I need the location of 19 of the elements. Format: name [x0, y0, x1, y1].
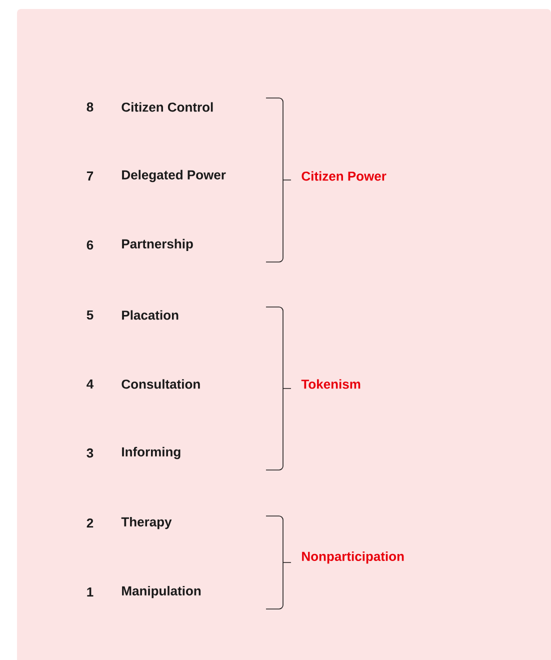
step-number: 6 — [86, 240, 94, 250]
group-label: Nonparticipation — [302, 551, 404, 564]
step-number: 2 — [86, 518, 94, 528]
step-number: 3 — [86, 448, 94, 458]
rung-label: Placation — [122, 310, 178, 320]
rung-label: Delegated Power — [122, 170, 226, 182]
step-number: 4 — [86, 380, 94, 388]
group-label: Tokenism — [301, 379, 360, 389]
step-number: 7 — [86, 172, 94, 180]
rung-label: Manipulation — [122, 586, 201, 598]
rung-label: Therapy — [121, 516, 172, 530]
rung-label: Citizen Control — [122, 102, 213, 112]
rung-label: Consultation — [122, 379, 200, 389]
step-number: 8 — [86, 102, 94, 112]
step-number: 1 — [87, 588, 94, 596]
rung-label: Informing — [122, 446, 180, 460]
step-number: 5 — [86, 310, 94, 320]
group-label: Citizen Power — [302, 171, 386, 181]
rung-label: Partnership — [122, 238, 193, 252]
